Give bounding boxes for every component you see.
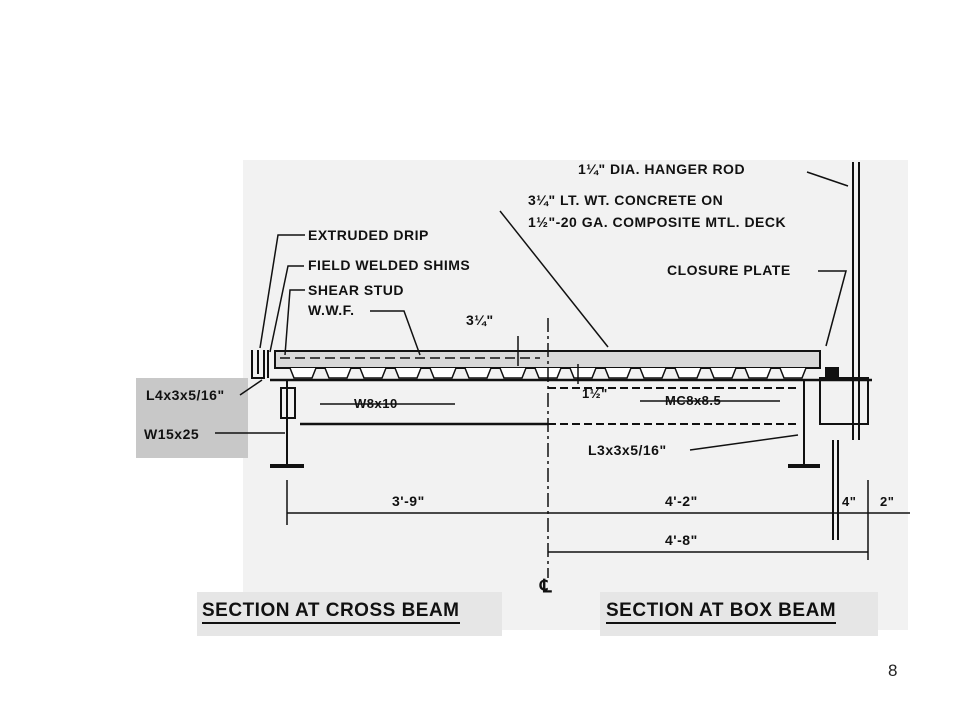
total-right-dimension: 4'-8": [665, 532, 698, 548]
extruded-drip-shape: [251, 350, 269, 379]
rod-offset-dimension: 4": [842, 494, 857, 509]
concrete-label: 3¼" LT. WT. CONCRETE ON: [528, 192, 724, 208]
edge-offset-dimension: 2": [880, 494, 895, 509]
title-shade-right: [600, 592, 878, 636]
title-shade-left: [197, 592, 502, 636]
dimension-lines: [286, 336, 910, 560]
left-span-dimension: 3'-9": [392, 493, 425, 509]
right-span-dimension: 4'-2": [665, 493, 698, 509]
box-beam-shape: [788, 367, 869, 468]
leader-lines: [215, 171, 849, 451]
field-welded-shims-label: FIELD WELDED SHIMS: [308, 257, 471, 273]
hanger-rod-shape: [832, 162, 860, 540]
slide-number: 8: [888, 661, 898, 680]
deck-depth-label: 1½": [582, 386, 608, 401]
section-title-cross-beam: SECTION AT CROSS BEAM: [202, 600, 460, 624]
w15-beam-shape: [270, 380, 304, 468]
mc8-label: MC8x8.5: [665, 393, 722, 408]
closure-plate-label: CLOSURE PLATE: [667, 262, 791, 278]
section-title-box-beam: SECTION AT BOX BEAM: [606, 600, 837, 624]
angle-left-label: L4x3x5/16": [146, 387, 225, 403]
extruded-drip-label: EXTRUDED DRIP: [308, 227, 429, 243]
wwf-label: W.W.F.: [308, 302, 355, 318]
hanger-rod-label: 1¼" DIA. HANGER ROD: [578, 161, 746, 177]
angle-right-label: L3x3x5/16": [588, 442, 667, 458]
left-label-shade: [136, 378, 248, 458]
slab-thickness-label: 3¼": [466, 312, 494, 328]
shear-stud-label: SHEAR STUD: [308, 282, 405, 298]
w15-label: W15x25: [144, 426, 200, 442]
deck-label: 1½"-20 GA. COMPOSITE MTL. DECK: [528, 214, 787, 230]
w8-label: W8x10: [354, 396, 398, 411]
centerline-symbol: ℄: [540, 576, 553, 596]
